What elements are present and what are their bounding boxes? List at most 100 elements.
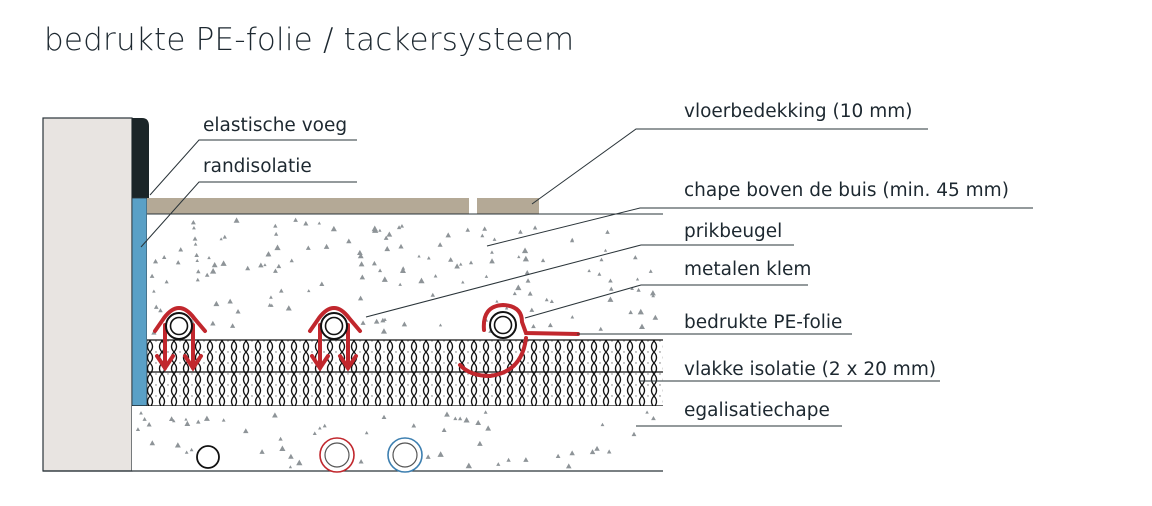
- screed-speckle: [364, 430, 369, 435]
- screed-speckle: [398, 243, 404, 249]
- screed-speckle: [426, 256, 431, 260]
- screed-speckle: [285, 305, 292, 311]
- screed-speckle: [371, 225, 378, 232]
- screed-speckle: [273, 268, 278, 273]
- screed-speckle: [438, 323, 443, 327]
- screed-speckle: [433, 274, 438, 278]
- screed-speckle: [279, 445, 286, 451]
- screed-speckle: [184, 417, 188, 421]
- screed-speckle: [274, 231, 279, 236]
- screed-speckle: [276, 263, 282, 269]
- screed-speckle: [495, 299, 499, 303]
- screed-speckle: [288, 453, 294, 459]
- screed-speckle: [477, 440, 483, 446]
- screed-speckle: [485, 425, 492, 431]
- screed-speckle: [303, 220, 309, 226]
- screed-speckle: [482, 226, 488, 231]
- screed-speckle: [418, 277, 425, 284]
- label-bedrukte-pe-folie: bedrukte PE-folie: [684, 312, 843, 333]
- screed-speckle: [357, 249, 363, 255]
- screed-speckle: [383, 317, 387, 321]
- screed-speckle: [278, 436, 283, 441]
- screed-speckle: [465, 462, 472, 469]
- screed-speckle: [227, 298, 233, 304]
- screed-speckle: [358, 261, 365, 267]
- screed-speckle: [318, 426, 322, 430]
- screed-speckle: [458, 416, 463, 421]
- screed-speckle: [523, 457, 529, 462]
- screed-speckle: [153, 304, 159, 309]
- pipe-black: [196, 445, 220, 469]
- screed-speckle: [274, 244, 281, 251]
- label-egalisatiechape: egalisatiechape: [684, 400, 830, 421]
- screed-speckle: [330, 225, 337, 232]
- screed-speckle: [381, 414, 387, 420]
- screed-speckle: [174, 442, 181, 448]
- label-chape-boven: chape boven de buis (min. 45 mm): [684, 180, 1009, 201]
- screed-speckle: [193, 242, 198, 246]
- label-prikbeugel: prikbeugel: [684, 221, 783, 242]
- screed-speckle: [635, 277, 640, 281]
- screed-speckle: [609, 286, 614, 291]
- screed-speckle: [598, 326, 603, 331]
- screed-speckle: [235, 309, 241, 314]
- screed-speckle: [417, 254, 421, 258]
- screed-speckle: [210, 320, 216, 326]
- wall: [42, 117, 133, 472]
- leader-chape-boven: [486, 207, 1033, 247]
- screed-speckle: [373, 318, 380, 324]
- screed-speckle: [651, 415, 656, 421]
- screed-speckle: [441, 427, 447, 432]
- screed-speckle: [465, 227, 470, 232]
- leader-elastische-voeg: [149, 139, 357, 196]
- screed-speckle: [607, 296, 614, 302]
- screed-speckle: [149, 440, 156, 446]
- screed-speckle: [565, 463, 572, 469]
- screed-speckle: [323, 243, 330, 249]
- screed-speckle: [587, 269, 591, 273]
- screed-speckle: [219, 237, 223, 241]
- screed-speckle: [484, 274, 489, 278]
- screed-speckle: [597, 272, 602, 276]
- screed-speckle: [245, 265, 251, 271]
- screed-speckle: [401, 321, 408, 327]
- screed-speckle: [521, 247, 529, 254]
- screed-speckle: [359, 274, 366, 280]
- screed-speckle: [230, 323, 236, 328]
- screed-speckle: [430, 292, 436, 297]
- screed-speckle: [518, 229, 523, 234]
- screed-speckle: [265, 252, 270, 257]
- screed-speckle: [319, 281, 325, 286]
- screed-speckle: [357, 295, 364, 301]
- screed-speckle: [360, 320, 366, 325]
- screed-speckle: [525, 278, 531, 283]
- screed-speckle: [259, 449, 265, 454]
- screed-speckle: [517, 255, 521, 259]
- heating-pipe: [320, 312, 348, 340]
- screed-speckle: [633, 255, 638, 260]
- screed-speckle: [371, 260, 377, 266]
- screed-speckle: [307, 289, 311, 293]
- screed-speckle: [380, 317, 386, 323]
- screed-speckle: [317, 221, 321, 225]
- leader-prikbeugel: [365, 244, 794, 318]
- screed-speckle: [263, 263, 267, 267]
- screed-speckle: [512, 291, 517, 296]
- screed-speckle: [529, 307, 535, 312]
- screed-speckle: [651, 293, 656, 298]
- screed-speckle: [411, 423, 417, 428]
- screed-speckle: [195, 258, 199, 262]
- screed-speckle: [272, 412, 278, 418]
- screed-speckle: [222, 234, 227, 239]
- screed-speckle: [312, 431, 317, 435]
- screed-speckle: [531, 324, 536, 329]
- screed-speckle: [398, 282, 402, 286]
- screed-speckle: [346, 238, 352, 244]
- floor-covering: [477, 198, 539, 214]
- screed-speckle: [490, 250, 494, 254]
- screed-speckle: [540, 258, 546, 263]
- screed-speckle: [437, 451, 444, 457]
- screed-speckle: [383, 235, 389, 240]
- screed-speckle: [288, 465, 293, 469]
- screed-speckle: [322, 423, 327, 428]
